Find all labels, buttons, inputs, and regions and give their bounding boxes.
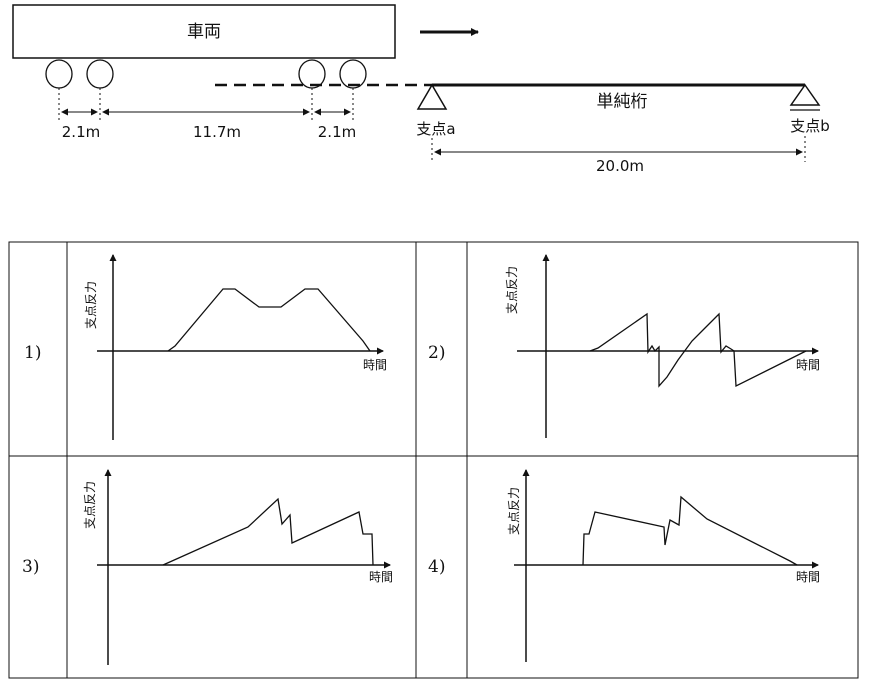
graph-3-x-label: 時間 <box>369 570 393 584</box>
graph-4-x-label: 時間 <box>796 570 820 584</box>
graph-1-curve <box>167 288 371 352</box>
graph-4-y-label: 支点反力 <box>507 487 521 535</box>
option-4-number: 4) <box>428 557 445 577</box>
vehicle-label: 車両 <box>187 22 221 42</box>
graph-3-curve <box>162 497 374 566</box>
vehicle-body <box>12 4 396 59</box>
support-a-triangle <box>416 83 448 110</box>
support-b-triangle <box>789 83 821 106</box>
graph-3: 支点反力 時間 <box>83 469 393 665</box>
axle-gap-2: 11.7m <box>193 123 241 141</box>
graph-1-y-label: 支点反力 <box>84 281 98 329</box>
graph-1: 支点反力 時間 <box>84 254 387 440</box>
graph-4: 支点反力 時間 <box>507 469 820 662</box>
graph-4-curve <box>582 495 798 566</box>
option-1-number: 1) <box>24 343 41 363</box>
support-b-label: 支点b <box>790 117 830 135</box>
wheel-1 <box>45 59 73 89</box>
answer-grid <box>8 241 859 679</box>
axle-gap-3: 2.1m <box>318 123 356 141</box>
graph-2-y-label: 支点反力 <box>505 266 519 314</box>
wheel-2 <box>86 59 114 89</box>
option-3-number: 3) <box>22 557 39 577</box>
axle-gap-1: 2.1m <box>62 123 100 141</box>
graph-2-x-label: 時間 <box>796 358 820 372</box>
graph-3-y-label: 支点反力 <box>83 481 97 529</box>
beam-figure: 単純桁 支点a 支点b 20.0m <box>215 83 830 175</box>
span-guides <box>431 136 806 162</box>
graph-2: 支点反力 時間 <box>505 254 820 438</box>
vehicle-figure: 車両 2.1m 11.7m 2.1m <box>12 4 479 141</box>
graph-1-x-label: 時間 <box>363 358 387 372</box>
option-2-number: 2) <box>428 343 445 363</box>
span-label: 20.0m <box>596 157 644 175</box>
axle-guides <box>58 88 354 120</box>
support-a-label: 支点a <box>416 120 455 138</box>
graph-2-curve <box>589 312 807 388</box>
beam-label: 単純桁 <box>597 92 648 112</box>
